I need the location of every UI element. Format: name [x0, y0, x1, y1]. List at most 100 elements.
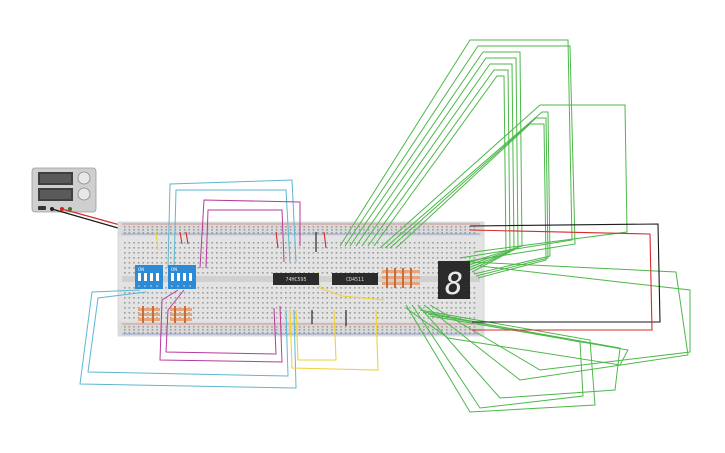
breadboard-hole[interactable] — [252, 252, 255, 254]
dip-2-toggle-3[interactable] — [183, 273, 186, 281]
breadboard-hole[interactable] — [179, 302, 181, 304]
breadboard-hole[interactable] — [459, 252, 462, 254]
breadboard-hole[interactable] — [225, 317, 227, 319]
breadboard-hole[interactable] — [252, 229, 255, 231]
breadboard-hole[interactable] — [165, 242, 167, 244]
breadboard-hole[interactable] — [197, 302, 200, 304]
breadboard-hole[interactable] — [289, 257, 292, 259]
breadboard-hole[interactable] — [450, 242, 453, 244]
breadboard-hole[interactable] — [381, 332, 384, 334]
breadboard-hole[interactable] — [344, 229, 347, 231]
breadboard-hole[interactable] — [303, 302, 305, 304]
breadboard-hole[interactable] — [312, 297, 315, 299]
breadboard-hole[interactable] — [308, 317, 310, 319]
breadboard-hole[interactable] — [418, 302, 420, 304]
breadboard-hole[interactable] — [216, 287, 218, 289]
breadboard-hole[interactable] — [372, 292, 374, 294]
breadboard-hole[interactable] — [321, 332, 324, 334]
breadboard-hole[interactable] — [234, 332, 236, 334]
breadboard-hole[interactable] — [174, 332, 177, 334]
breadboard-hole[interactable] — [400, 242, 402, 244]
breadboard-hole[interactable] — [243, 292, 246, 294]
breadboard-hole[interactable] — [367, 262, 370, 264]
breadboard-hole[interactable] — [128, 302, 131, 304]
breadboard-hole[interactable] — [344, 226, 347, 228]
breadboard-hole[interactable] — [156, 247, 158, 249]
breadboard-hole[interactable] — [312, 312, 315, 314]
breadboard-hole[interactable] — [446, 229, 448, 231]
breadboard-hole[interactable] — [344, 307, 347, 309]
breadboard-hole[interactable] — [289, 272, 292, 274]
breadboard-hole[interactable] — [124, 312, 126, 314]
breadboard-hole[interactable] — [321, 226, 324, 228]
breadboard-hole[interactable] — [450, 312, 453, 314]
chip-74hc595[interactable]: 74HC595 — [273, 273, 319, 285]
breadboard-hole[interactable] — [216, 229, 218, 231]
breadboard-hole[interactable] — [317, 262, 319, 264]
breadboard-hole[interactable] — [298, 252, 301, 254]
breadboard-hole[interactable] — [216, 247, 218, 249]
breadboard-hole[interactable] — [211, 292, 213, 294]
breadboard-hole[interactable] — [147, 252, 149, 254]
breadboard-hole[interactable] — [321, 297, 324, 299]
breadboard-hole[interactable] — [197, 242, 200, 244]
breadboard-hole[interactable] — [266, 267, 269, 269]
breadboard-hole[interactable] — [404, 267, 407, 269]
breadboard-hole[interactable] — [354, 317, 356, 319]
breadboard-hole[interactable] — [271, 229, 273, 231]
breadboard-hole[interactable] — [455, 326, 457, 328]
breadboard-hole[interactable] — [147, 226, 149, 228]
breadboard-hole[interactable] — [229, 297, 232, 299]
breadboard-hole[interactable] — [285, 267, 287, 269]
breadboard-hole[interactable] — [128, 242, 131, 244]
breadboard-hole[interactable] — [473, 312, 476, 314]
breadboard-hole[interactable] — [358, 226, 361, 228]
breadboard-hole[interactable] — [377, 226, 379, 228]
breadboard-hole[interactable] — [418, 297, 420, 299]
breadboard-hole[interactable] — [183, 232, 186, 234]
breadboard-hole[interactable] — [174, 262, 177, 264]
breadboard-hole[interactable] — [142, 252, 144, 254]
breadboard-hole[interactable] — [225, 302, 227, 304]
breadboard-hole[interactable] — [303, 232, 305, 234]
breadboard-hole[interactable] — [436, 307, 439, 309]
breadboard-hole[interactable] — [156, 297, 158, 299]
breadboard-hole[interactable] — [128, 297, 131, 299]
breadboard-hole[interactable] — [340, 302, 342, 304]
breadboard-hole[interactable] — [358, 229, 361, 231]
breadboard-hole[interactable] — [312, 226, 315, 228]
breadboard-hole[interactable] — [349, 247, 351, 249]
breadboard-hole[interactable] — [137, 226, 140, 228]
breadboard-hole[interactable] — [271, 257, 273, 259]
breadboard-hole[interactable] — [409, 232, 411, 234]
breadboard-hole[interactable] — [381, 267, 384, 269]
breadboard-hole[interactable] — [312, 242, 315, 244]
breadboard-hole[interactable] — [252, 272, 255, 274]
breadboard-hole[interactable] — [340, 329, 342, 331]
breadboard-hole[interactable] — [469, 326, 471, 328]
breadboard-hole[interactable] — [220, 252, 223, 254]
breadboard-hole[interactable] — [312, 302, 315, 304]
breadboard-hole[interactable] — [344, 257, 347, 259]
breadboard-hole[interactable] — [243, 252, 246, 254]
breadboard-hole[interactable] — [239, 262, 241, 264]
breadboard-hole[interactable] — [423, 287, 425, 289]
breadboard-hole[interactable] — [285, 287, 287, 289]
breadboard-hole[interactable] — [216, 262, 218, 264]
breadboard-hole[interactable] — [151, 329, 154, 331]
breadboard-hole[interactable] — [142, 226, 144, 228]
breadboard-hole[interactable] — [156, 229, 158, 231]
breadboard-hole[interactable] — [202, 292, 204, 294]
breadboard-hole[interactable] — [321, 252, 324, 254]
breadboard-hole[interactable] — [197, 272, 200, 274]
breadboard-hole[interactable] — [275, 226, 278, 228]
breadboard-hole[interactable] — [436, 232, 439, 234]
breadboard-hole[interactable] — [271, 267, 273, 269]
breadboard-hole[interactable] — [179, 317, 181, 319]
breadboard-hole[interactable] — [239, 252, 241, 254]
breadboard-hole[interactable] — [271, 332, 273, 334]
breadboard-hole[interactable] — [275, 257, 278, 259]
breadboard-hole[interactable] — [349, 312, 351, 314]
breadboard-hole[interactable] — [137, 307, 140, 309]
breadboard-hole[interactable] — [459, 247, 462, 249]
